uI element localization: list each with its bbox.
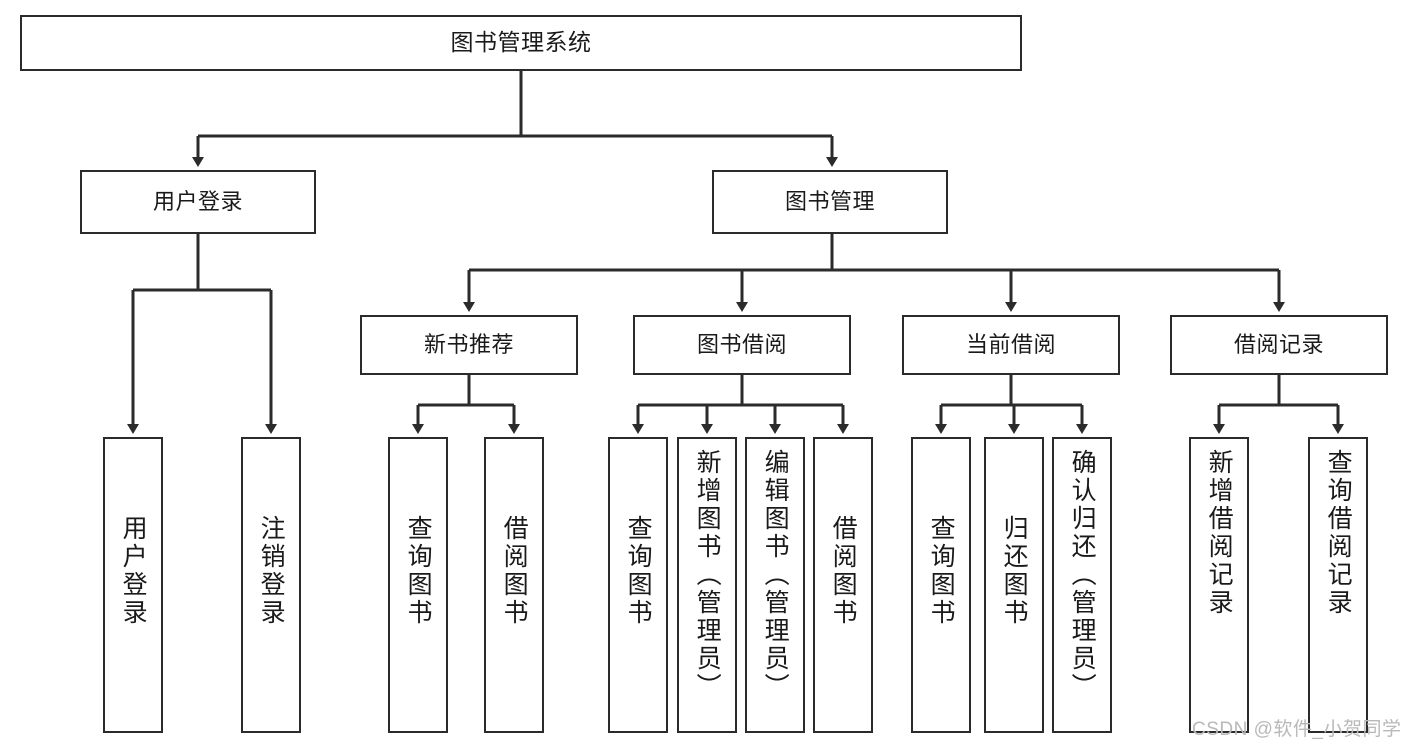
node-book-management-label: 图书管理 [784,189,875,215]
leaf-logout[interactable]: 注销登录 [241,437,301,733]
node-borrow-record-label: 借阅记录 [1233,332,1324,358]
node-book-management[interactable]: 图书管理 [712,170,948,234]
leaf-borrow-book-recommend[interactable]: 借阅图书 [484,437,544,733]
node-user-login-label: 用户登录 [152,189,243,215]
leaf-return-book-label: 归还图书 [1000,515,1029,627]
leaf-edit-book-admin[interactable]: 编辑图书（管理员） [745,437,805,733]
node-user-login[interactable]: 用户登录 [80,170,316,234]
leaf-query-book-borrow[interactable]: 查询图书 [608,437,668,733]
leaf-query-borrow-record[interactable]: 查询借阅记录 [1308,437,1368,733]
node-new-book-recommend[interactable]: 新书推荐 [360,315,578,375]
leaf-query-book-current[interactable]: 查询图书 [911,437,971,733]
leaf-query-book-recommend[interactable]: 查询图书 [388,437,448,733]
node-root[interactable]: 图书管理系统 [20,15,1022,71]
node-root-label: 图书管理系统 [450,29,592,56]
leaf-return-book[interactable]: 归还图书 [984,437,1044,733]
node-new-book-recommend-label: 新书推荐 [423,332,514,358]
leaf-logout-label: 注销登录 [257,515,286,627]
node-borrow-record[interactable]: 借阅记录 [1170,315,1388,375]
leaf-add-borrow-record[interactable]: 新增借阅记录 [1189,437,1249,733]
node-current-borrow[interactable]: 当前借阅 [902,315,1120,375]
watermark: CSDN @软件_小贺同学 [1192,719,1402,740]
leaf-query-book-current-label: 查询图书 [927,515,956,627]
leaf-query-book-recommend-label: 查询图书 [404,515,433,627]
leaf-user-login[interactable]: 用户登录 [103,437,163,733]
leaf-add-book-admin-label: 新增图书（管理员） [693,449,722,701]
leaf-user-login-label: 用户登录 [119,515,148,627]
node-current-borrow-label: 当前借阅 [965,332,1056,358]
leaf-query-borrow-record-label: 查询借阅记录 [1324,449,1353,617]
leaf-query-book-borrow-label: 查询图书 [624,515,653,627]
node-book-borrow-label: 图书借阅 [696,332,787,358]
leaf-add-borrow-record-label: 新增借阅记录 [1205,449,1234,617]
node-book-borrow[interactable]: 图书借阅 [633,315,851,375]
leaf-borrow-book-recommend-label: 借阅图书 [500,515,529,627]
leaf-borrow-book[interactable]: 借阅图书 [813,437,873,733]
leaf-borrow-book-label: 借阅图书 [829,515,858,627]
leaf-confirm-return-admin-label: 确认归还（管理员） [1068,449,1097,701]
leaf-confirm-return-admin[interactable]: 确认归还（管理员） [1052,437,1112,733]
leaf-add-book-admin[interactable]: 新增图书（管理员） [677,437,737,733]
leaf-edit-book-admin-label: 编辑图书（管理员） [761,449,790,701]
